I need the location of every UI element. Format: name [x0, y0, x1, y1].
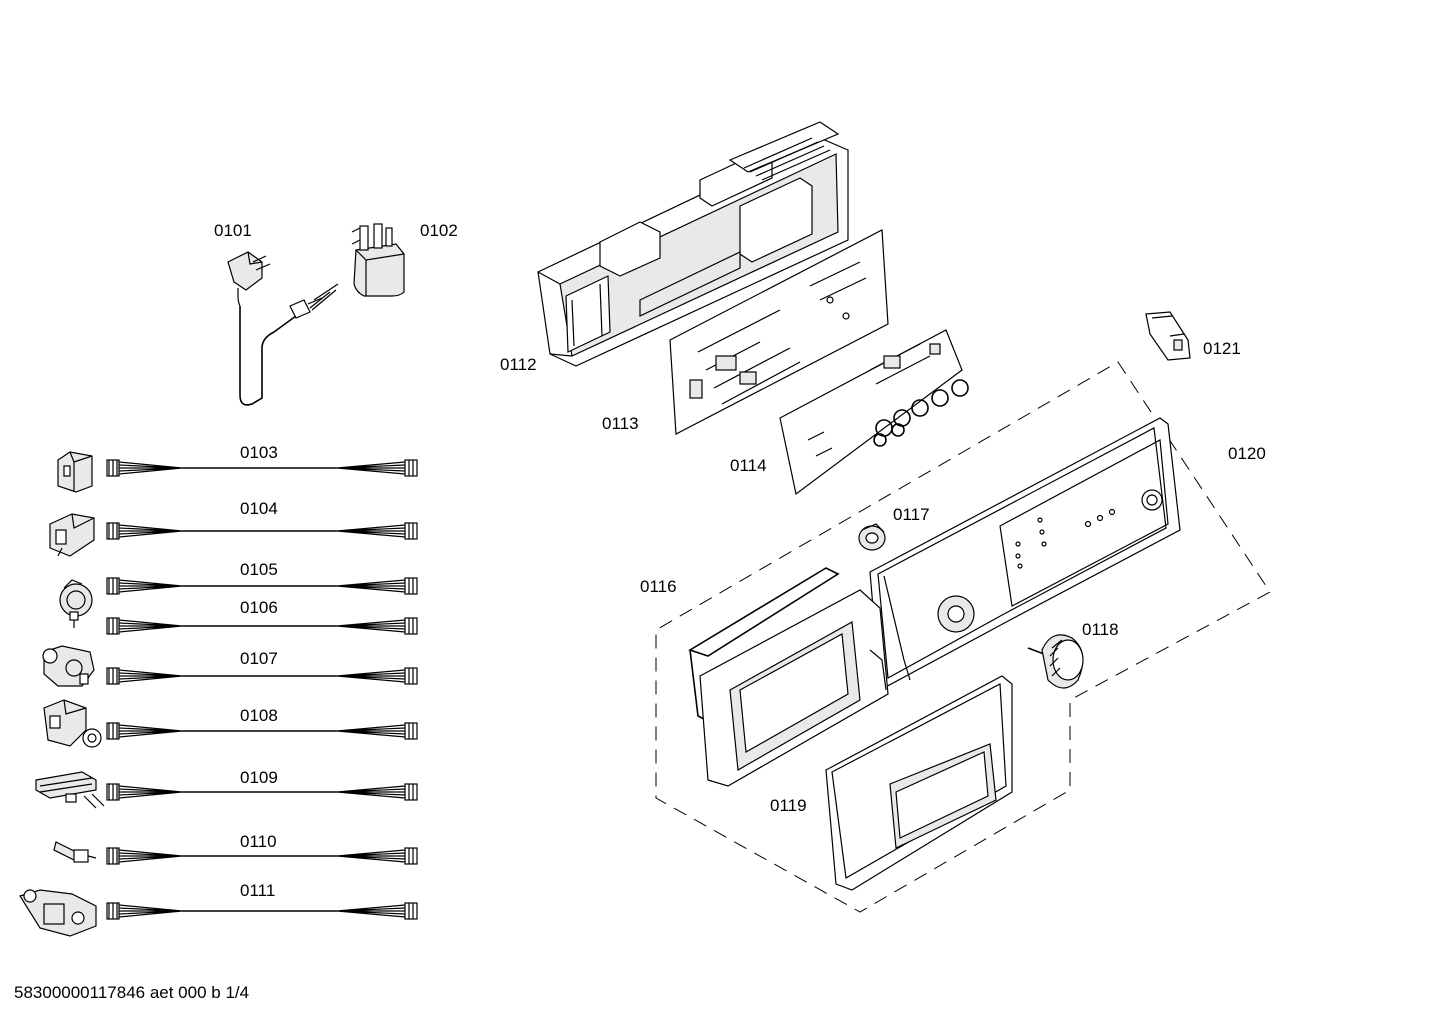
part-label-0101: 0101: [214, 221, 252, 240]
harness-0111: [106, 902, 418, 920]
part-label-0105: 0105: [240, 560, 278, 579]
part-label-0121: 0121: [1203, 339, 1241, 358]
harness-0107: [106, 667, 418, 685]
part-label-0103: 0103: [240, 443, 278, 462]
part-label-0114: 0114: [730, 456, 767, 475]
selector-knob-part: [1027, 634, 1084, 689]
valve-part: [43, 699, 102, 748]
drawer-front-part: [825, 675, 1013, 891]
pressure-switch-part: [59, 579, 93, 628]
interference-filter-part: [351, 223, 405, 297]
part-label-0109: 0109: [240, 768, 278, 787]
harness-0106: [106, 617, 418, 635]
part-label-0110: 0110: [240, 832, 277, 851]
part-label-0116: 0116: [640, 577, 677, 596]
control-housing-part: [537, 121, 849, 367]
harness-0104: [106, 522, 418, 540]
document-code: 58300000117846 aet 000 b 1/4: [14, 983, 249, 1002]
part-label-0117: 0117: [893, 505, 930, 524]
part-label-0119: 0119: [770, 796, 807, 815]
assembly-outline: [655, 361, 1271, 913]
part-label-0102: 0102: [420, 221, 458, 240]
drawer-housing-part: [688, 567, 889, 787]
part-label-0108: 0108: [240, 706, 278, 725]
part-label-0107: 0107: [240, 649, 278, 668]
part-label-0113: 0113: [602, 414, 639, 433]
part-label-0104: 0104: [240, 499, 278, 518]
small-knob-part: [858, 523, 886, 551]
control-panel-part: [869, 417, 1181, 691]
door-interlock-part: [49, 513, 95, 557]
part-label-0120: 0120: [1228, 444, 1266, 463]
part-label-0106: 0106: [240, 598, 278, 617]
display-pcb-part: [779, 329, 969, 496]
harness-0108: [106, 722, 418, 740]
door-lock-part: [57, 451, 93, 493]
temperature-sensor-part: [53, 841, 97, 863]
part-label-0118: 0118: [1082, 620, 1119, 639]
harness-0105: [106, 577, 418, 595]
part-label-0112: 0112: [500, 355, 537, 374]
main-pcb-part: [669, 229, 889, 435]
motor-part: [19, 889, 97, 937]
harness-0103: [106, 459, 418, 477]
drain-pump-part: [42, 645, 95, 687]
heating-element-part: [35, 771, 105, 809]
power-cord-part: [227, 251, 339, 406]
bracket-part: [1145, 311, 1191, 361]
part-label-0111: 0111: [240, 881, 275, 900]
